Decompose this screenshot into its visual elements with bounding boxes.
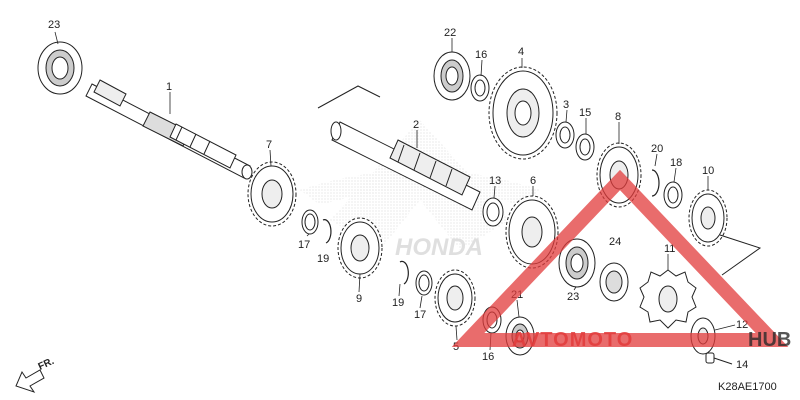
diagram-code: K28AE1700 <box>718 381 777 393</box>
gear-7 <box>247 161 297 227</box>
label-8: 8 <box>615 111 621 123</box>
label-11: 11 <box>664 243 675 255</box>
label-23-center: 23 <box>567 291 579 303</box>
gear-4 <box>488 66 558 160</box>
label-19-center: 19 <box>392 297 404 309</box>
label-20: 20 <box>651 143 663 155</box>
bearing-22 <box>433 51 471 101</box>
label-17-left: 17 <box>298 239 310 251</box>
front-direction-label: FR. <box>37 356 56 373</box>
label-2: 2 <box>413 119 419 131</box>
watermark-triangle-icon <box>451 169 789 347</box>
ring-17-left <box>301 209 319 235</box>
clip-20 <box>651 169 660 197</box>
label-19-left: 19 <box>317 253 329 265</box>
bolt-14 <box>705 352 733 365</box>
collar-3 <box>555 121 575 149</box>
sprocket-11 <box>639 269 697 329</box>
label-7: 7 <box>266 139 272 151</box>
seal-24 <box>599 262 629 302</box>
gear-10 <box>688 189 762 276</box>
label-17-center: 17 <box>414 309 426 321</box>
label-4: 4 <box>518 46 524 58</box>
front-direction-marker: FR. <box>15 356 56 393</box>
watermark-brand-left: AVTOMOTO <box>512 329 633 351</box>
clip-19-center <box>399 260 409 285</box>
label-15: 15 <box>579 107 591 119</box>
watermark: AVTOMOTO HUB <box>451 169 791 351</box>
ring-17-center <box>415 270 433 296</box>
bearing-23-center <box>558 238 596 288</box>
label-16-bottom: 16 <box>482 351 494 363</box>
label-24: 24 <box>609 236 621 248</box>
label-23-top: 23 <box>48 19 60 31</box>
gear-5 <box>434 269 476 327</box>
washer-16-top <box>470 74 490 102</box>
label-14: 14 <box>736 359 748 371</box>
part-labels: 23 1 22 16 4 2 3 15 8 20 18 10 7 13 6 24… <box>48 19 748 371</box>
label-3: 3 <box>563 99 569 111</box>
washer-15 <box>575 133 595 161</box>
clip-19-left <box>322 219 332 244</box>
leader-lines <box>54 31 736 351</box>
label-6: 6 <box>530 175 536 187</box>
label-10: 10 <box>702 165 714 177</box>
gear-9 <box>337 217 383 279</box>
washer-18 <box>663 181 683 209</box>
background-emblem: HONDA <box>300 120 540 261</box>
label-13: 13 <box>489 175 501 187</box>
label-1: 1 <box>166 81 172 93</box>
bearing-23-top <box>37 41 83 95</box>
mainshaft <box>85 79 253 180</box>
label-12: 12 <box>736 319 748 331</box>
countershaft <box>317 85 481 211</box>
label-16-top: 16 <box>475 49 487 61</box>
watermark-brand-right: HUB <box>748 329 791 351</box>
label-18: 18 <box>670 157 682 169</box>
label-9: 9 <box>356 293 362 305</box>
background-logo-text: HONDA <box>395 234 483 261</box>
washer-13 <box>482 197 504 227</box>
label-22: 22 <box>444 27 456 39</box>
